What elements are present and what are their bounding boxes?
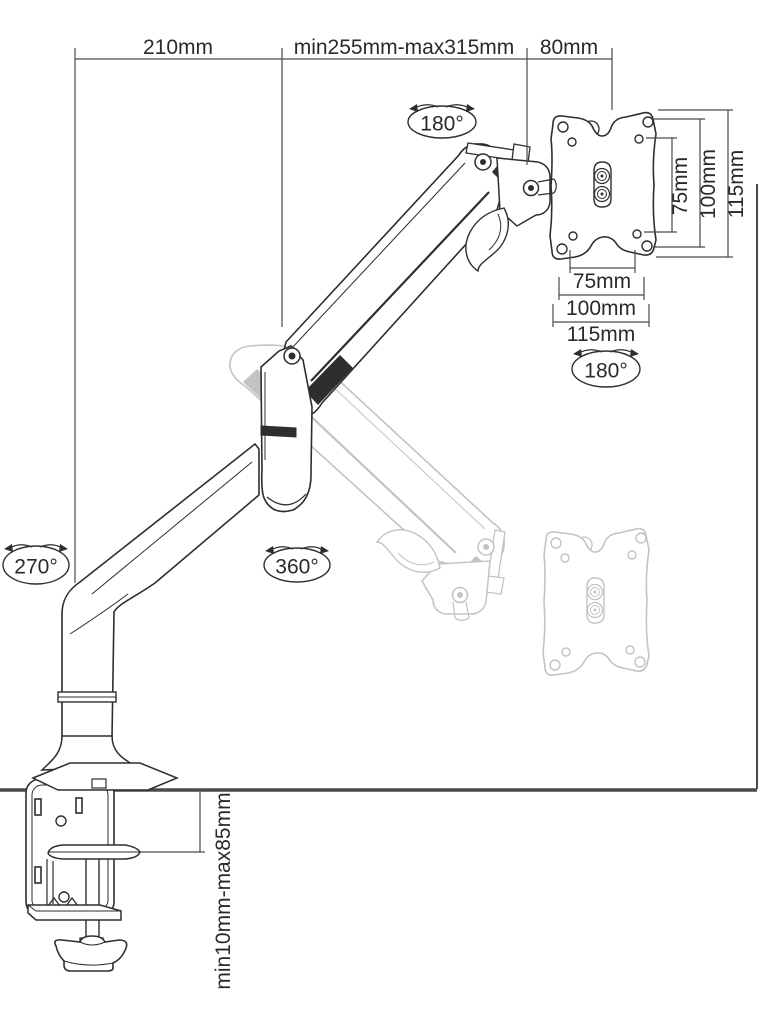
label-vesa-h-75: 75mm [573,270,631,293]
vesa-dim-75-horizontal [569,250,636,273]
clamp-hole [55,815,67,827]
label-height-range: min255mm-max315mm [294,36,515,59]
label-arm-swivel: 360° [275,556,318,579]
label-vesa-h-115: 115mm [567,323,635,346]
label-vesa-v-75: 75mm [669,157,692,215]
label-arm-reach: 210mm [143,36,213,59]
vesa-dim-75-vertical [644,137,677,233]
upper-arm [279,141,558,420]
label-clamp-range: min10mm-max85mm [212,792,235,989]
base-pedestal [31,762,179,791]
rotation-annotations: 180° 180° 270° 360° [2,104,641,585]
vesa-plate [549,111,657,260]
label-head-tilt: 180° [420,113,463,136]
dimension-lines [74,48,758,853]
base-column-and-lower-arm [31,442,260,791]
rotation-base-swivel: 270° [2,544,70,585]
rotation-plate: 180° [571,349,641,388]
label-head-offset: 80mm [540,36,598,59]
desk-clamp [25,778,141,972]
elbow-joint [260,345,313,513]
lower-arm [61,442,260,739]
label-plate-rotate: 180° [584,360,627,383]
ghost-vesa-plate [542,527,650,676]
label-vesa-h-100: 100mm [566,297,636,320]
clamp-lower-arm [27,904,122,921]
label-vesa-v-115: 115mm [725,150,748,218]
vesa-dim-115-horizontal [552,304,650,327]
clamp-knob [54,935,128,972]
vesa-dim-115-vertical [656,109,733,258]
rotation-head-tilt: 180° [407,104,477,139]
label-vesa-v-100: 100mm [697,149,720,219]
label-base-swivel: 270° [14,556,57,579]
rotation-arm-swivel: 360° [263,546,331,583]
vesa-dim-100-horizontal [558,277,645,300]
vesa-dim-100-vertical [653,118,705,248]
clamp-dimension-line [140,790,205,853]
clamp-hole [58,891,70,903]
dimension-labels: 210mm min255mm-max315mm 80mm 75mm 100mm … [143,36,748,990]
